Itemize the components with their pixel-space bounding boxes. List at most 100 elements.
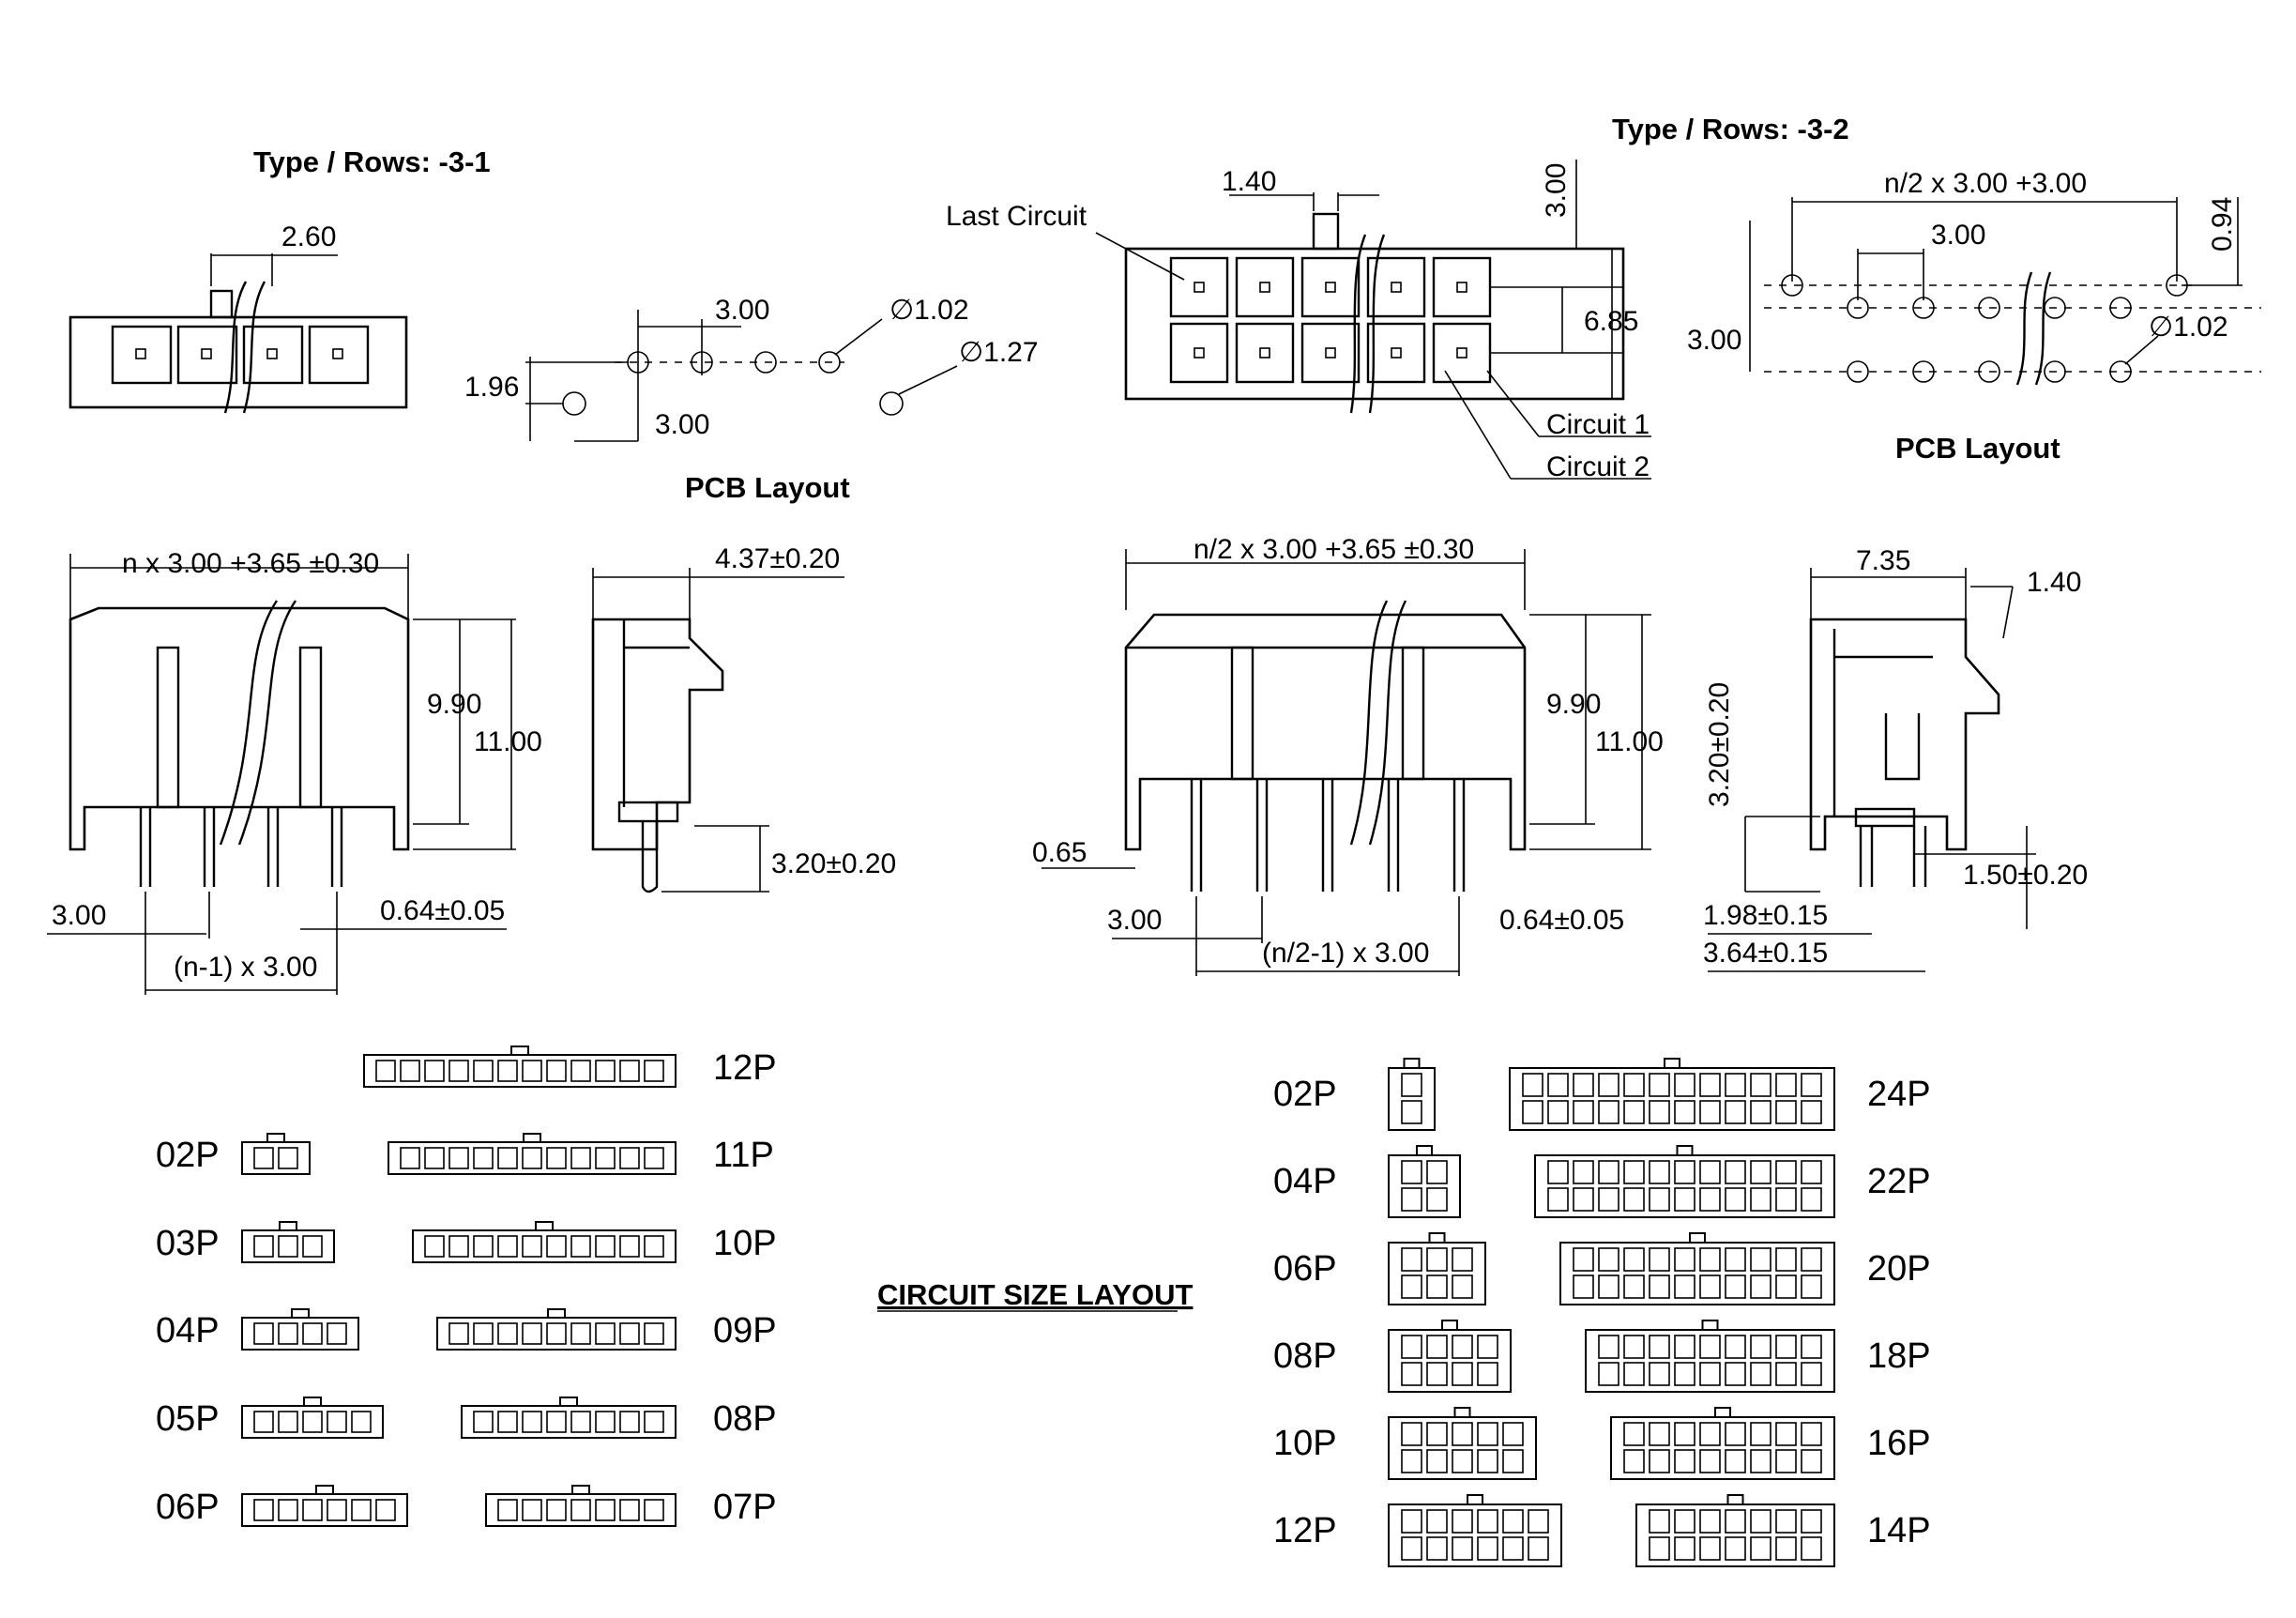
- dual-left-connector-3-cavity-1-3: [1477, 1362, 1498, 1386]
- single-right-connector-2-latch: [535, 1221, 554, 1231]
- dual-left-connector-3-cavity-0-3: [1477, 1335, 1498, 1359]
- single-left-connector-2-cavity-0: [253, 1322, 274, 1345]
- dual-left-connector-5-cavity-0-4: [1502, 1509, 1524, 1534]
- single-right-connector-5-cavity-5: [619, 1499, 640, 1521]
- single-left-connector-1-cavity-2: [302, 1235, 323, 1258]
- single-right-connector-4-cavity-0: [473, 1411, 494, 1433]
- dual-right-connector-1-cavity-0-7: [1725, 1160, 1746, 1184]
- dual-left-connector-5-latch: [1467, 1494, 1483, 1505]
- dual-right-connector-5-cavity-0-1: [1674, 1509, 1695, 1534]
- dual-top-height: 3.00: [1541, 163, 1572, 218]
- single-right-connector-0-cavity-5: [497, 1060, 518, 1082]
- dual-right-connector-4-cavity-1-2: [1674, 1449, 1695, 1473]
- dual-left-connector-2-cavity-0-1: [1426, 1247, 1448, 1272]
- single-side-pin-len: 3.20±0.20: [771, 848, 896, 879]
- dual-left-connector-1: [1388, 1154, 1461, 1218]
- dual-right-label-4: 16P: [1867, 1424, 1931, 1463]
- dual-right-connector-2-cavity-0-9: [1801, 1247, 1822, 1272]
- dual-right-connector-0-cavity-1-0: [1522, 1100, 1543, 1124]
- single-front-view: [47, 554, 516, 995]
- single-left-connector-1-cavity-1: [278, 1235, 298, 1258]
- single-right-connector-3-cavity-2: [497, 1322, 518, 1345]
- dual-right-connector-3-cavity-0-8: [1801, 1335, 1822, 1359]
- single-left-connector-4-cavity-1: [278, 1499, 298, 1521]
- dual-right-connector-5: [1635, 1504, 1835, 1567]
- dual-right-connector-4-cavity-0-5: [1750, 1422, 1771, 1446]
- single-front-pitch: 3.00: [52, 900, 106, 931]
- single-front-pin: 0.64±0.05: [380, 895, 505, 926]
- single-right-connector-4-cavity-4: [570, 1411, 591, 1433]
- single-right-connector-3: [436, 1317, 677, 1351]
- dual-left-connector-5-cavity-0-1: [1426, 1509, 1448, 1534]
- dual-left-connector-1-latch: [1416, 1145, 1433, 1156]
- dual-right-connector-0-cavity-0-6: [1674, 1073, 1695, 1097]
- single-top-dim: 2.60: [281, 221, 336, 252]
- single-left-connector-2: [241, 1317, 359, 1351]
- dual-right-connector-1-latch: [1676, 1145, 1694, 1156]
- single-right-connector-1-cavity-5: [522, 1147, 542, 1169]
- dual-right-connector-0-cavity-0-4: [1623, 1073, 1645, 1097]
- dual-right-label-5: 14P: [1867, 1511, 1931, 1550]
- dual-right-connector-2-cavity-0-0: [1573, 1247, 1594, 1272]
- single-right-label-4: 08P: [713, 1399, 777, 1439]
- dual-right-connector-2-cavity-0-4: [1674, 1247, 1695, 1272]
- dual-right-connector-5-cavity-1-4: [1750, 1536, 1771, 1561]
- single-right-connector-5-cavity-0: [497, 1499, 518, 1521]
- single-side-depth: 4.37±0.20: [715, 543, 840, 574]
- single-right-connector-4-cavity-7: [644, 1411, 664, 1433]
- dual-right-connector-5-cavity-0-5: [1775, 1509, 1797, 1534]
- dual-right-connector-1-cavity-1-0: [1547, 1187, 1569, 1212]
- dual-right-connector-2-cavity-1-4: [1674, 1275, 1695, 1299]
- dual-right-connector-4-cavity-0-0: [1623, 1422, 1645, 1446]
- dual-right-connector-1-cavity-0-10: [1801, 1160, 1822, 1184]
- single-left-label-1: 03P: [156, 1224, 220, 1263]
- dual-right-connector-4-cavity-0-2: [1674, 1422, 1695, 1446]
- single-right-connector-0-cavity-8: [570, 1060, 591, 1082]
- single-left-connector-4-cavity-2: [302, 1499, 323, 1521]
- single-right-connector-2-cavity-7: [595, 1235, 616, 1258]
- dual-left-label-5: 12P: [1273, 1511, 1337, 1550]
- dual-right-connector-3-cavity-0-2: [1649, 1335, 1670, 1359]
- dual-right-connector-2-cavity-0-5: [1699, 1247, 1721, 1272]
- dual-right-connector-0-cavity-0-11: [1801, 1073, 1822, 1097]
- dual-right-connector-1-cavity-1-5: [1674, 1187, 1695, 1212]
- dual-side-d2: 3.64±0.15: [1703, 938, 1828, 969]
- single-left-connector-2-cavity-3: [327, 1322, 347, 1345]
- dual-right-connector-2-cavity-1-6: [1725, 1275, 1746, 1299]
- dual-right-connector-5-cavity-1-1: [1674, 1536, 1695, 1561]
- dual-right-connector-3: [1585, 1329, 1835, 1393]
- single-right-connector-1-cavity-1: [424, 1147, 445, 1169]
- single-right-connector-2-cavity-5: [546, 1235, 567, 1258]
- dual-left-label-0: 02P: [1273, 1075, 1337, 1114]
- single-right-connector-5-cavity-2: [546, 1499, 567, 1521]
- dual-left-connector-4-cavity-1-0: [1401, 1449, 1422, 1473]
- dual-right-connector-0-cavity-1-2: [1573, 1100, 1594, 1124]
- single-right-connector-0-cavity-1: [400, 1060, 420, 1082]
- single-right-connector-5-cavity-1: [522, 1499, 542, 1521]
- dual-right-connector-3-cavity-0-1: [1623, 1335, 1645, 1359]
- single-left-connector-4-cavity-3: [327, 1499, 347, 1521]
- dual-right-connector-0-cavity-1-6: [1674, 1100, 1695, 1124]
- dual-right-connector-4-cavity-1-1: [1649, 1449, 1670, 1473]
- dual-right-connector-2-cavity-1-3: [1649, 1275, 1670, 1299]
- single-front-span: (n-1) x 3.00: [174, 952, 317, 983]
- single-pcb-offset: 1.96: [464, 372, 519, 403]
- dual-pcb-layout: [1749, 197, 2261, 386]
- single-left-connector-3-latch: [303, 1397, 322, 1407]
- single-right-connector-4-cavity-2: [522, 1411, 542, 1433]
- single-right-connector-3-cavity-8: [644, 1322, 664, 1345]
- dual-right-connector-0-cavity-0-0: [1522, 1073, 1543, 1097]
- single-right-connector-0-cavity-6: [522, 1060, 542, 1082]
- dual-front-h2: 11.00: [1595, 726, 1664, 757]
- single-left-connector-0-latch: [266, 1133, 285, 1143]
- dual-left-label-1: 04P: [1273, 1162, 1337, 1201]
- dual-right-connector-2-cavity-0-2: [1623, 1247, 1645, 1272]
- dual-front-h1: 9.90: [1546, 689, 1601, 720]
- single-left-connector-3-cavity-3: [327, 1411, 347, 1433]
- dual-right-connector-3-cavity-1-0: [1598, 1362, 1619, 1386]
- dual-right-connector-1-cavity-1-3: [1623, 1187, 1645, 1212]
- single-right-label-3: 09P: [713, 1311, 777, 1351]
- dual-right-connector-2: [1559, 1242, 1835, 1305]
- dual-right-connector-3-cavity-0-6: [1750, 1335, 1771, 1359]
